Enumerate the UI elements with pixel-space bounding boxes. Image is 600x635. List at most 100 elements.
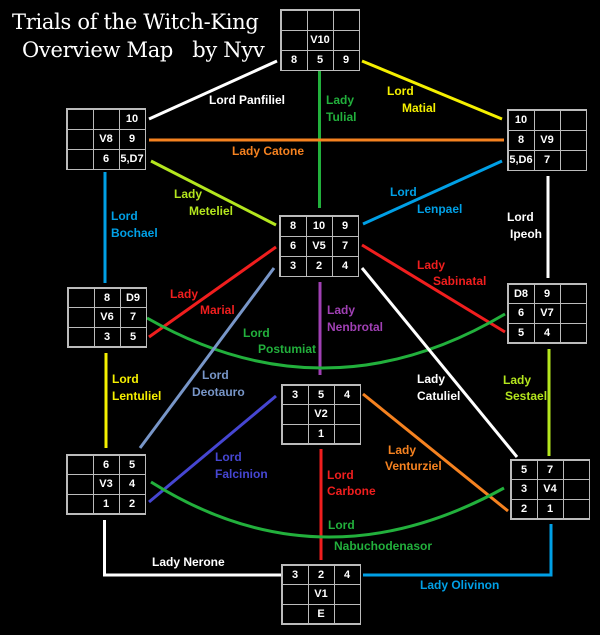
grid-cell: V7 (533, 303, 561, 324)
grid-cell: 5 (510, 459, 538, 481)
grid-cell: 10 (118, 108, 146, 130)
path-lady-meteliel (150, 159, 277, 227)
grid-cell: V9 (533, 129, 561, 151)
grid-cell: 5 (307, 384, 335, 406)
grid-cell (66, 148, 94, 170)
grid-cell: 5 (118, 454, 146, 476)
grid-cell (281, 404, 309, 425)
grid-cell (67, 307, 95, 328)
map-title: Trials of the Witch-King (12, 10, 259, 34)
grid-cell: 1 (307, 423, 335, 445)
path-lord-panfiliel (148, 59, 278, 121)
grid-cell: 7 (331, 235, 359, 257)
connection-label-lord-lenpael: Lord (390, 185, 417, 199)
grid-cell: 7 (536, 459, 564, 481)
connection-label-lord-matial: Matial (402, 101, 437, 115)
connection-label-lady-olivinon: Lady Olivinon (420, 578, 500, 592)
grid-cell (332, 9, 360, 31)
grid-cell: V2 (307, 404, 335, 425)
path-lady-venturziel (362, 392, 509, 513)
connection-label-lady-sabinatal: Lady (417, 258, 446, 272)
connection-label-lady-nenbrotal: Lady (327, 303, 356, 317)
grid-cell: D9 (119, 287, 147, 309)
grid-cell: V1 (307, 584, 335, 605)
connection-label-lady-meteliel: Meteliel (189, 204, 234, 218)
connection-label-lady-tulial: Tulial (326, 110, 357, 124)
connection-label-lady-catuliel: Catuliel (417, 389, 461, 403)
grid-cell (559, 129, 587, 151)
grid-cell (559, 303, 587, 324)
path-lady-sabinatal (361, 243, 506, 334)
grid-cell: 1 (92, 493, 120, 515)
grid-cell (562, 459, 590, 481)
grid-cell (92, 108, 120, 130)
grid-cell: 4 (533, 322, 561, 344)
grid-cell: V5 (305, 235, 333, 257)
path-lady-marial (148, 245, 277, 339)
grid-cell (333, 584, 361, 605)
grid-cell: 4 (333, 564, 361, 586)
grid-cell: 5,D6 (507, 149, 535, 171)
grid-cell (66, 128, 94, 150)
connection-label-lady-catone: Lady Catone (232, 144, 305, 158)
grid-cell (333, 404, 361, 425)
grid-cell: 8 (93, 287, 121, 309)
path-lord-falcinion (148, 394, 277, 504)
connection-label-lord-ipeoh: Ipeoh (510, 227, 542, 241)
grid-cell (281, 423, 309, 445)
grid-cell: 6 (92, 148, 120, 170)
grid-cell (67, 326, 95, 348)
grid-cell: 3 (510, 479, 538, 500)
connection-label-lord-nabuchodenasor: Lord (328, 518, 355, 532)
connection-label-lord-panfiliel: Lord Panfiliel (209, 93, 286, 107)
connection-label-lord-falcinion: Falcinion (215, 467, 268, 481)
path-lord-matial (361, 59, 503, 121)
grid-cell (66, 474, 94, 495)
connection-label-lord-falcinion: Lord (215, 450, 242, 464)
path-lord-lenpael (362, 159, 503, 226)
connection-label-lady-venturziel: Lady (388, 443, 417, 457)
grid-cell (67, 287, 95, 309)
grid-cell (306, 9, 334, 31)
grid-cell (280, 29, 308, 51)
path-lady-nerone (103, 520, 281, 577)
grid-cell: 8 (507, 129, 535, 151)
connection-label-lord-deotauro: Deotauro (192, 385, 245, 399)
grid-cell: 2 (510, 498, 538, 520)
grid-cell: 3 (281, 384, 309, 406)
grid-cell: 8 (279, 215, 307, 237)
grid-cell (559, 109, 587, 131)
grid-cell: 6 (507, 303, 535, 324)
path-lady-olivinon (363, 524, 553, 577)
grid-cell: 3 (281, 564, 309, 586)
grid-cell: 9 (533, 283, 561, 305)
grid-cell: 3 (279, 255, 307, 277)
grid-cell (281, 584, 309, 605)
grid-cell (333, 603, 361, 625)
grid-cell (533, 109, 561, 131)
grid-cell (66, 493, 94, 515)
grid-cell (281, 603, 309, 625)
connection-label-lady-nerone: Lady Nerone (152, 555, 225, 569)
grid-cell: V6 (93, 307, 121, 328)
connection-label-lord-carbone: Carbone (327, 484, 376, 498)
grid-cell (559, 322, 587, 344)
grid-cell (559, 149, 587, 171)
path-lord-nabuchodenasor (150, 480, 505, 539)
connection-label-lady-venturziel: Venturziel (385, 459, 442, 473)
connection-label-lady-sestael: Lady (503, 373, 532, 387)
map-subtitle: Overview Map by Nyv (22, 38, 265, 62)
connection-label-lady-catuliel: Lady (417, 372, 446, 386)
grid-cell (66, 108, 94, 130)
grid-cell: 5 (507, 322, 535, 344)
